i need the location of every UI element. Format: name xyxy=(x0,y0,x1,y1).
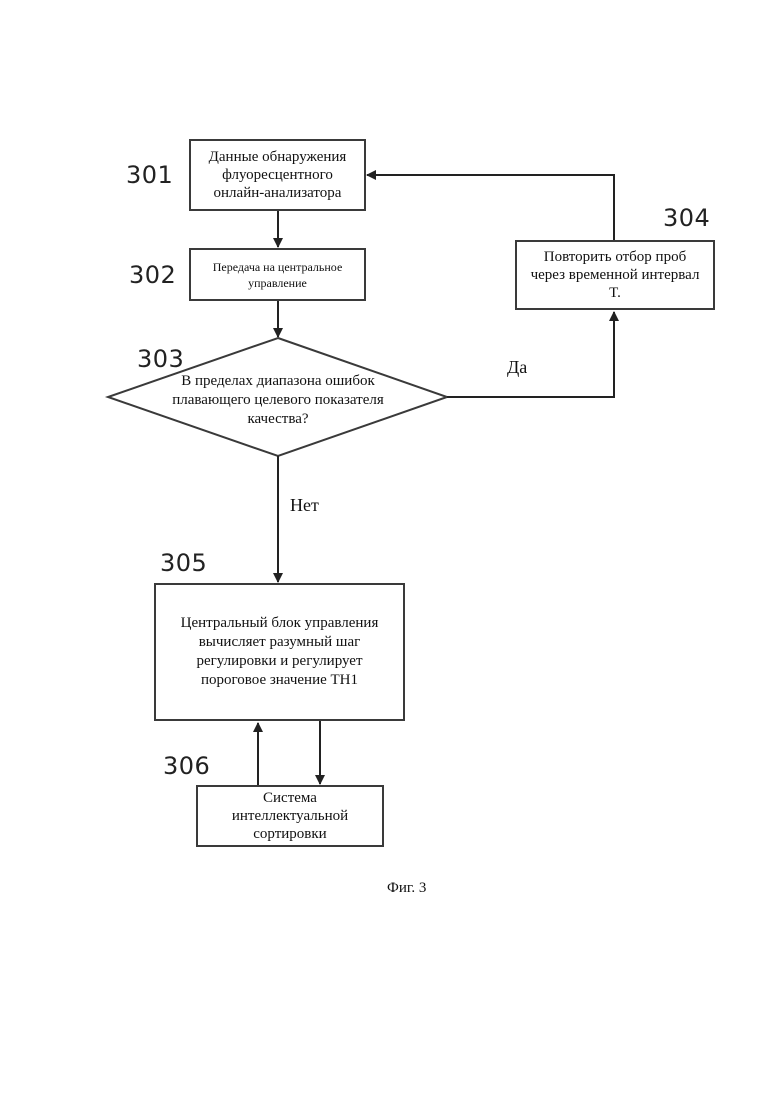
process-box-301: Данные обнаружения флуоресцентного онлай… xyxy=(189,139,366,211)
arrow-304-to-301 xyxy=(367,175,614,240)
process-box-302: Передача на центральное управление xyxy=(189,248,366,301)
figure-caption: Фиг. 3 xyxy=(387,880,426,897)
yes-branch-label: Да xyxy=(507,357,527,378)
process-text-304: Повторить отбор проб через временной инт… xyxy=(531,248,700,302)
ref-number-304: 304 xyxy=(663,204,710,232)
ref-number-303: 303 xyxy=(137,345,184,373)
ref-number-306: 306 xyxy=(163,752,210,780)
process-text-301: Данные обнаружения флуоресцентного онлай… xyxy=(209,148,347,202)
process-text-305: Центральный блок управления вычисляет ра… xyxy=(181,614,379,690)
process-text-306: Система интеллектуальной сортировки xyxy=(232,789,348,843)
process-box-304: Повторить отбор проб через временной инт… xyxy=(515,240,715,310)
arrow-303-yes-to-304 xyxy=(447,312,614,397)
ref-number-302: 302 xyxy=(129,261,176,289)
decision-text-303: В пределах диапазона ошибок плавающего ц… xyxy=(158,372,398,429)
process-box-306: Система интеллектуальной сортировки xyxy=(196,785,384,847)
process-box-305: Центральный блок управления вычисляет ра… xyxy=(154,583,405,721)
process-text-302: Передача на центральное управление xyxy=(213,259,343,291)
ref-number-305: 305 xyxy=(160,549,207,577)
ref-number-301: 301 xyxy=(126,161,173,189)
no-branch-label: Нет xyxy=(290,495,319,516)
